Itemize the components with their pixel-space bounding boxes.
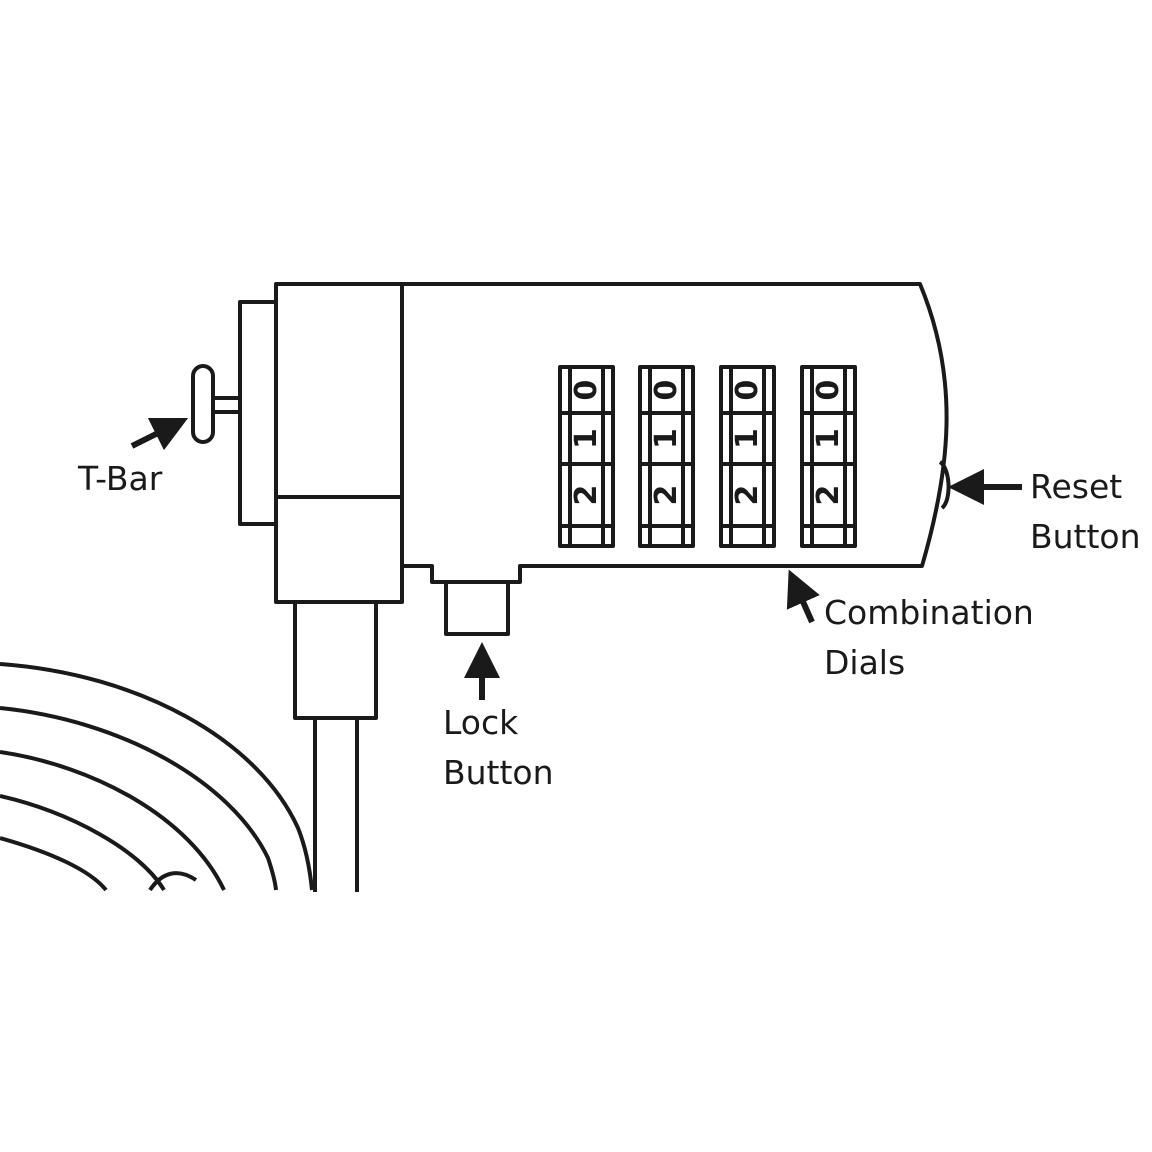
cable-neck	[293, 600, 378, 892]
dial-digit: 2	[569, 485, 604, 506]
lock-body	[402, 282, 949, 584]
dial-digit: 2	[730, 485, 765, 506]
combination-dial	[800, 365, 857, 548]
reset-button-label: Reset Button	[1030, 467, 1141, 556]
dial-digit: 2	[649, 485, 684, 506]
dial-digit: 1	[811, 428, 846, 449]
combination-dial	[719, 365, 776, 548]
dial-digit: 1	[569, 428, 604, 449]
dial-digit: 0	[569, 380, 604, 401]
dial-digit: 0	[730, 380, 765, 401]
lock-button-label: Lock Button	[443, 703, 554, 792]
dial-digit: 0	[649, 380, 684, 401]
tbar-label: T-Bar	[78, 459, 163, 498]
combination-dials-label: Combination Dials	[824, 593, 1034, 682]
cable-coil	[0, 662, 314, 892]
combination-arrow	[786, 569, 820, 624]
tbar-arrow	[130, 417, 189, 451]
dial-digit: 0	[811, 380, 846, 401]
dial-digit: 1	[730, 428, 765, 449]
lock-head	[238, 282, 404, 604]
combination-dial	[558, 365, 615, 548]
dial-digit: 1	[649, 428, 684, 449]
dial-digit: 2	[811, 485, 846, 506]
lock-button	[444, 580, 510, 636]
combination-dial	[638, 365, 695, 548]
t-bar	[191, 364, 240, 444]
